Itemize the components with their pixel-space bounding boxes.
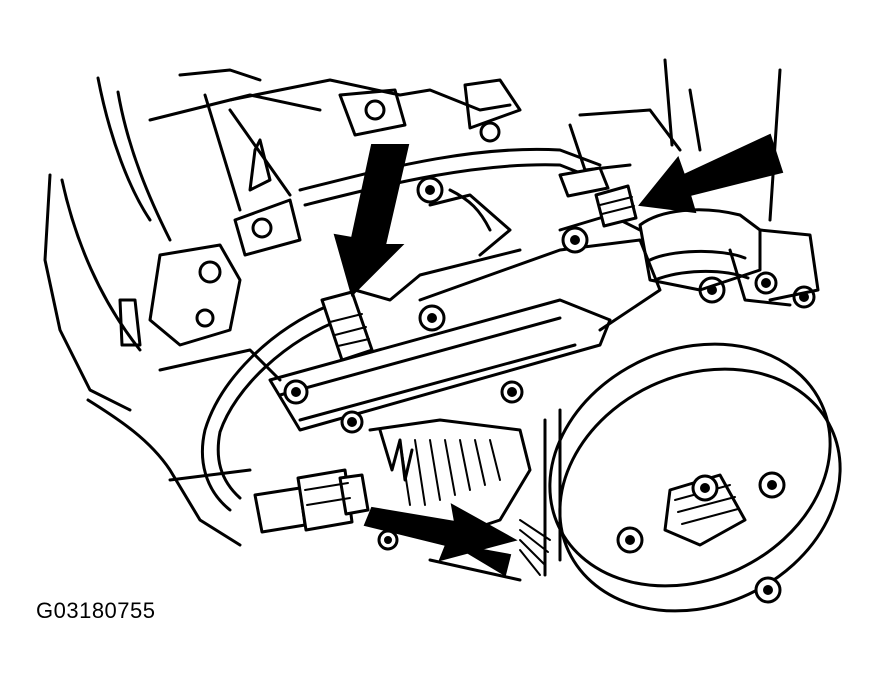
bolt	[283, 379, 309, 405]
pulley-hub	[663, 473, 747, 547]
lower-housing-fins	[368, 418, 551, 582]
bolt	[416, 176, 444, 204]
bolt	[340, 410, 364, 434]
bolt	[754, 576, 782, 604]
sensor-connector-lower	[253, 468, 370, 534]
sensor-clamp-upper	[320, 290, 374, 362]
water-outlet-housing	[638, 208, 820, 307]
bolt	[418, 304, 446, 332]
bolt	[377, 529, 399, 551]
bolt	[754, 271, 778, 295]
engine-block-left	[43, 68, 322, 547]
callout-arrow-top	[333, 144, 410, 297]
bolt	[616, 526, 644, 554]
bolts	[283, 176, 816, 551]
intake-manifold	[228, 58, 782, 257]
cylinder-head-cover	[268, 188, 662, 432]
metal-tube	[201, 147, 602, 512]
bolt	[758, 471, 786, 499]
callout-arrow-bottom	[363, 503, 518, 577]
callout-arrow-right	[638, 133, 784, 214]
bolt	[561, 226, 589, 254]
bolt	[500, 380, 524, 404]
figure-id-label: G03180755	[36, 598, 156, 623]
crank-pulley	[543, 342, 842, 613]
fitting-upper-right	[558, 166, 638, 228]
